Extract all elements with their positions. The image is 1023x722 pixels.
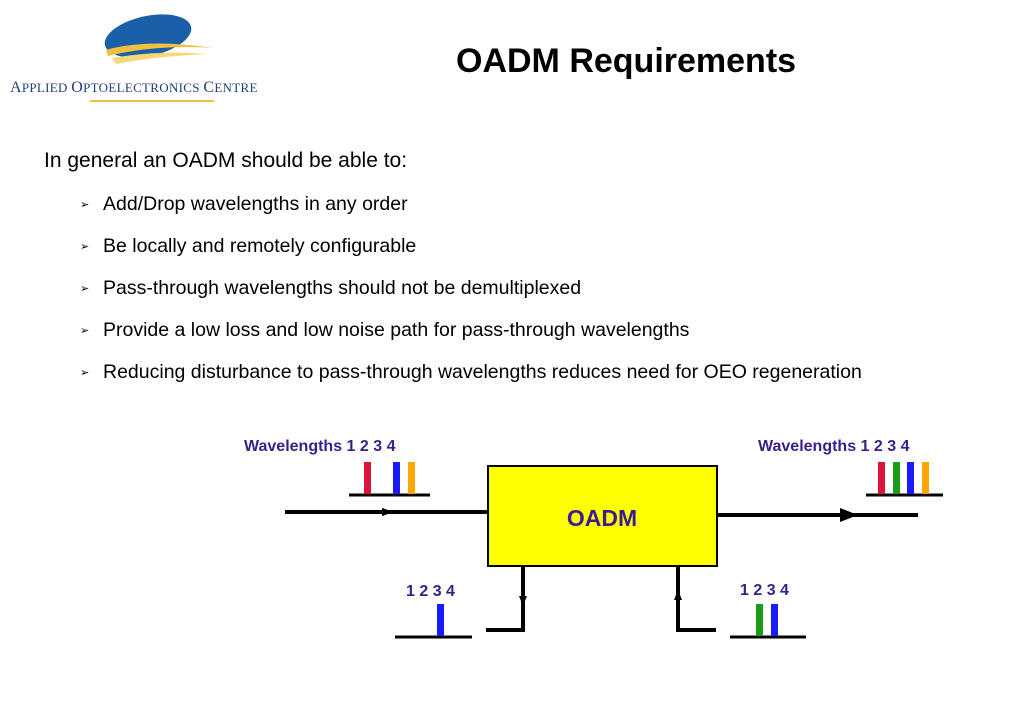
arrow-bullet-icon: ➢: [80, 283, 90, 295]
output-arrow-icon: [840, 508, 858, 522]
arrow-bullet-icon: ➢: [80, 325, 90, 337]
bullet-item: ➢Pass-through wavelengths should not be …: [80, 277, 582, 299]
arrow-bullet-icon: ➢: [80, 241, 90, 253]
drop-port-line: [486, 566, 525, 632]
add-arrow-icon: [674, 590, 682, 600]
output-wl-2-bar: [893, 462, 900, 494]
bullet-item: ➢Add/Drop wavelengths in any order: [80, 193, 408, 215]
drop-wavelengths-label: 1 2 3 4: [406, 583, 455, 600]
logo-text: APPLIED OPTOELECTRONICS CENTRE: [10, 79, 258, 96]
oadm-box: [487, 465, 718, 567]
arrow-bullet-icon: ➢: [80, 199, 90, 211]
add-wl-3-bar: [771, 604, 778, 636]
input-wl-4-bar: [408, 462, 415, 494]
output-wavelengths-label: Wavelengths 1 2 3 4: [758, 438, 910, 455]
input-wl-1-bar: [364, 462, 371, 494]
logo-swoosh-icon: [90, 14, 214, 102]
oadm-box-label: OADM: [567, 505, 637, 531]
add-wavelengths-label: 1 2 3 4: [740, 582, 789, 599]
input-wavelengths-label: Wavelengths 1 2 3 4: [244, 438, 396, 455]
input-arrow-icon: [382, 508, 394, 516]
drop-wl-3-bar: [437, 604, 444, 636]
bullet-item: ➢Reducing disturbance to pass-through wa…: [80, 361, 862, 383]
input-wl-3-bar: [393, 462, 400, 494]
output-wl-4-bar: [922, 462, 929, 494]
add-wl-2-bar: [756, 604, 763, 636]
output-wl-1-bar: [878, 462, 885, 494]
arrow-bullet-icon: ➢: [80, 367, 90, 379]
intro-text: In general an OADM should be able to:: [44, 149, 408, 172]
slide-title: OADM Requirements: [456, 42, 797, 80]
bullet-item: ➢Be locally and remotely configurable: [80, 235, 417, 257]
add-port-line: [676, 566, 716, 632]
output-wl-3-bar: [907, 462, 914, 494]
bullet-list: ➢Add/Drop wavelengths in any order ➢Be l…: [80, 193, 862, 403]
bullet-item: ➢Provide a low loss and low noise path f…: [80, 319, 690, 341]
drop-arrow-icon: [519, 596, 527, 606]
